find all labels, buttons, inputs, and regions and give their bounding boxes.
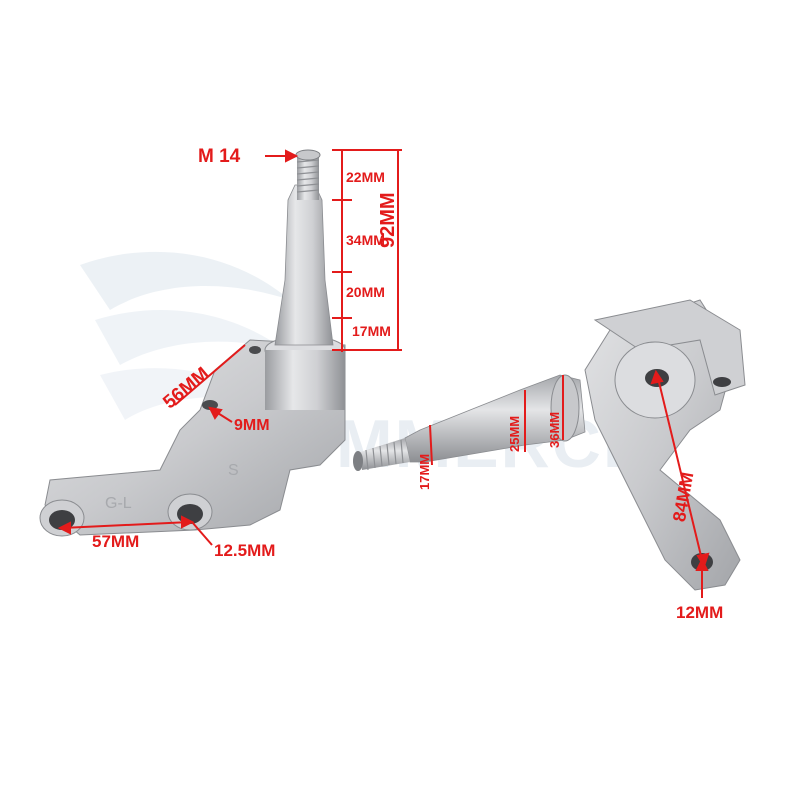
label-right-hole-12: 12MM: [676, 603, 724, 622]
label-right-d36: 36MM: [547, 411, 562, 448]
dimension-lines: [57, 149, 710, 598]
label-seg4: 17MM: [352, 323, 391, 339]
label-total-length: 92MM: [377, 192, 399, 248]
stamp-gl: G-L: [105, 495, 132, 512]
stamp-s: S: [228, 462, 239, 479]
label-eye-12-5: 12.5MM: [214, 541, 276, 560]
label-seg3: 20MM: [346, 284, 385, 300]
label-thread-size: M 14: [198, 146, 241, 167]
label-right-d25: 25MM: [507, 415, 522, 452]
right-knuckle: [353, 299, 746, 591]
label-hole-9: 9MM: [234, 417, 270, 434]
label-right-d17: 17MM: [417, 453, 432, 490]
label-span-57: 57MM: [92, 532, 140, 551]
left-knuckle: G-L S: [39, 149, 346, 537]
label-seg1: 22MM: [346, 169, 385, 185]
label-seg2: 34MM: [346, 232, 385, 248]
